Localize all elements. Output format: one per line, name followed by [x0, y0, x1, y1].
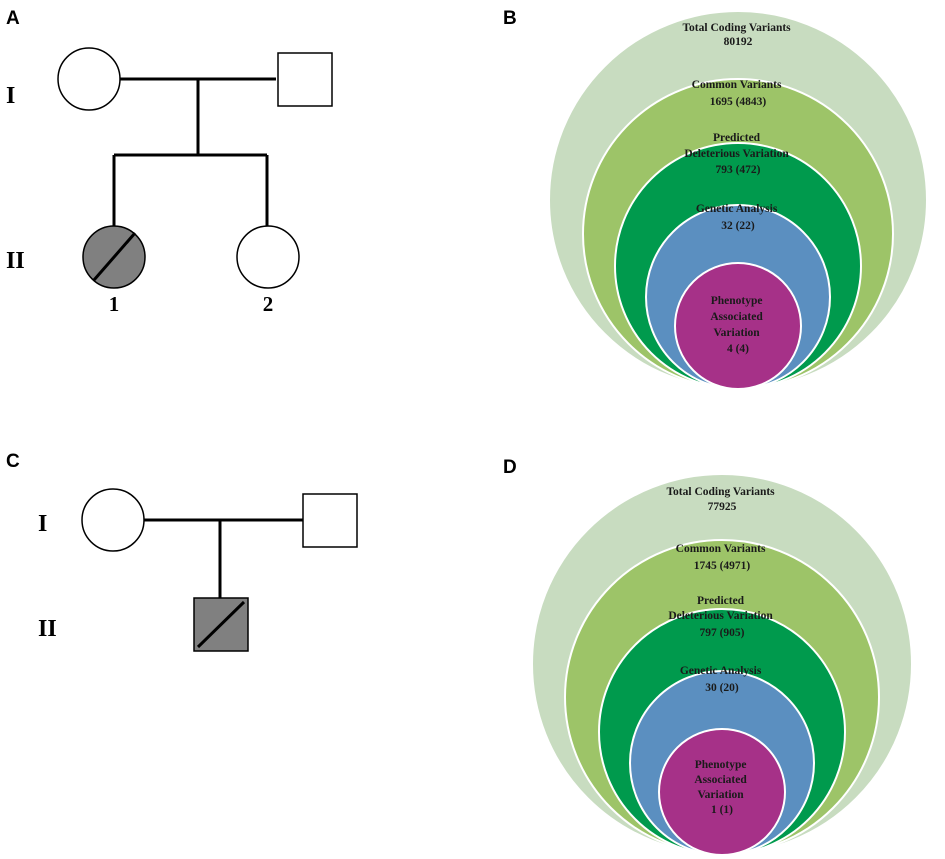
panel-c-letter: C [6, 451, 20, 472]
panel-d-letter: D [503, 457, 517, 478]
ring-label-total-coding-variants: Total Coding Variants 80192 [682, 22, 793, 48]
panel-a-letter: A [6, 8, 20, 29]
ring-label-common-variants: Common Variants 1745 (4971) [676, 543, 769, 572]
generation-label-ii: II [6, 248, 25, 274]
ring-label-predicted-deleterious: Predicted Deleterious Variation 793 (472… [684, 132, 791, 176]
ring-phenotype-associated [658, 728, 786, 856]
individual-label-1: 1 [109, 292, 120, 316]
generation-label-i: I [6, 83, 15, 109]
father-unaffected-male [302, 493, 358, 548]
ring-label-genetic-analysis: Genetic Analysis 32 (22) [696, 203, 780, 232]
ring-label-predicted-deleterious: Predicted Deleterious Variation 797 (905… [668, 595, 775, 639]
sibling-unaffected-female [236, 225, 300, 289]
panel-a-pedigree: A I II 1 2 [6, 8, 333, 316]
generation-label-i: I [38, 511, 47, 537]
affected-slash [92, 232, 137, 281]
ring-label-common-variants: Common Variants 1695 (4843) [692, 79, 785, 108]
father-unaffected-male [277, 52, 333, 107]
panel-b-letter: B [503, 8, 517, 29]
mother-unaffected-female [81, 488, 145, 552]
panel-c-pedigree: C I II [6, 451, 358, 652]
mother-unaffected-female [57, 47, 121, 111]
ring-label-genetic-analysis: Genetic Analysis 30 (20) [680, 665, 764, 694]
ring-label-total-coding-variants: Total Coding Variants 77925 [666, 486, 777, 513]
ring-label-phenotype-associated: Phenotype Associated Variation 4 (4) [710, 295, 765, 355]
ring-label-phenotype-associated: Phenotype Associated Variation 1 (1) [694, 759, 749, 816]
panel-d-variant-filter: D Total Coding Variants 77925 Common Var… [503, 457, 913, 856]
panel-b-variant-filter: B Total Coding Variants 80192 Common Var… [503, 8, 928, 390]
ring-phenotype-associated [674, 262, 802, 390]
affected-slash [196, 600, 246, 649]
generation-label-ii: II [38, 616, 57, 642]
individual-label-2: 2 [263, 292, 274, 316]
